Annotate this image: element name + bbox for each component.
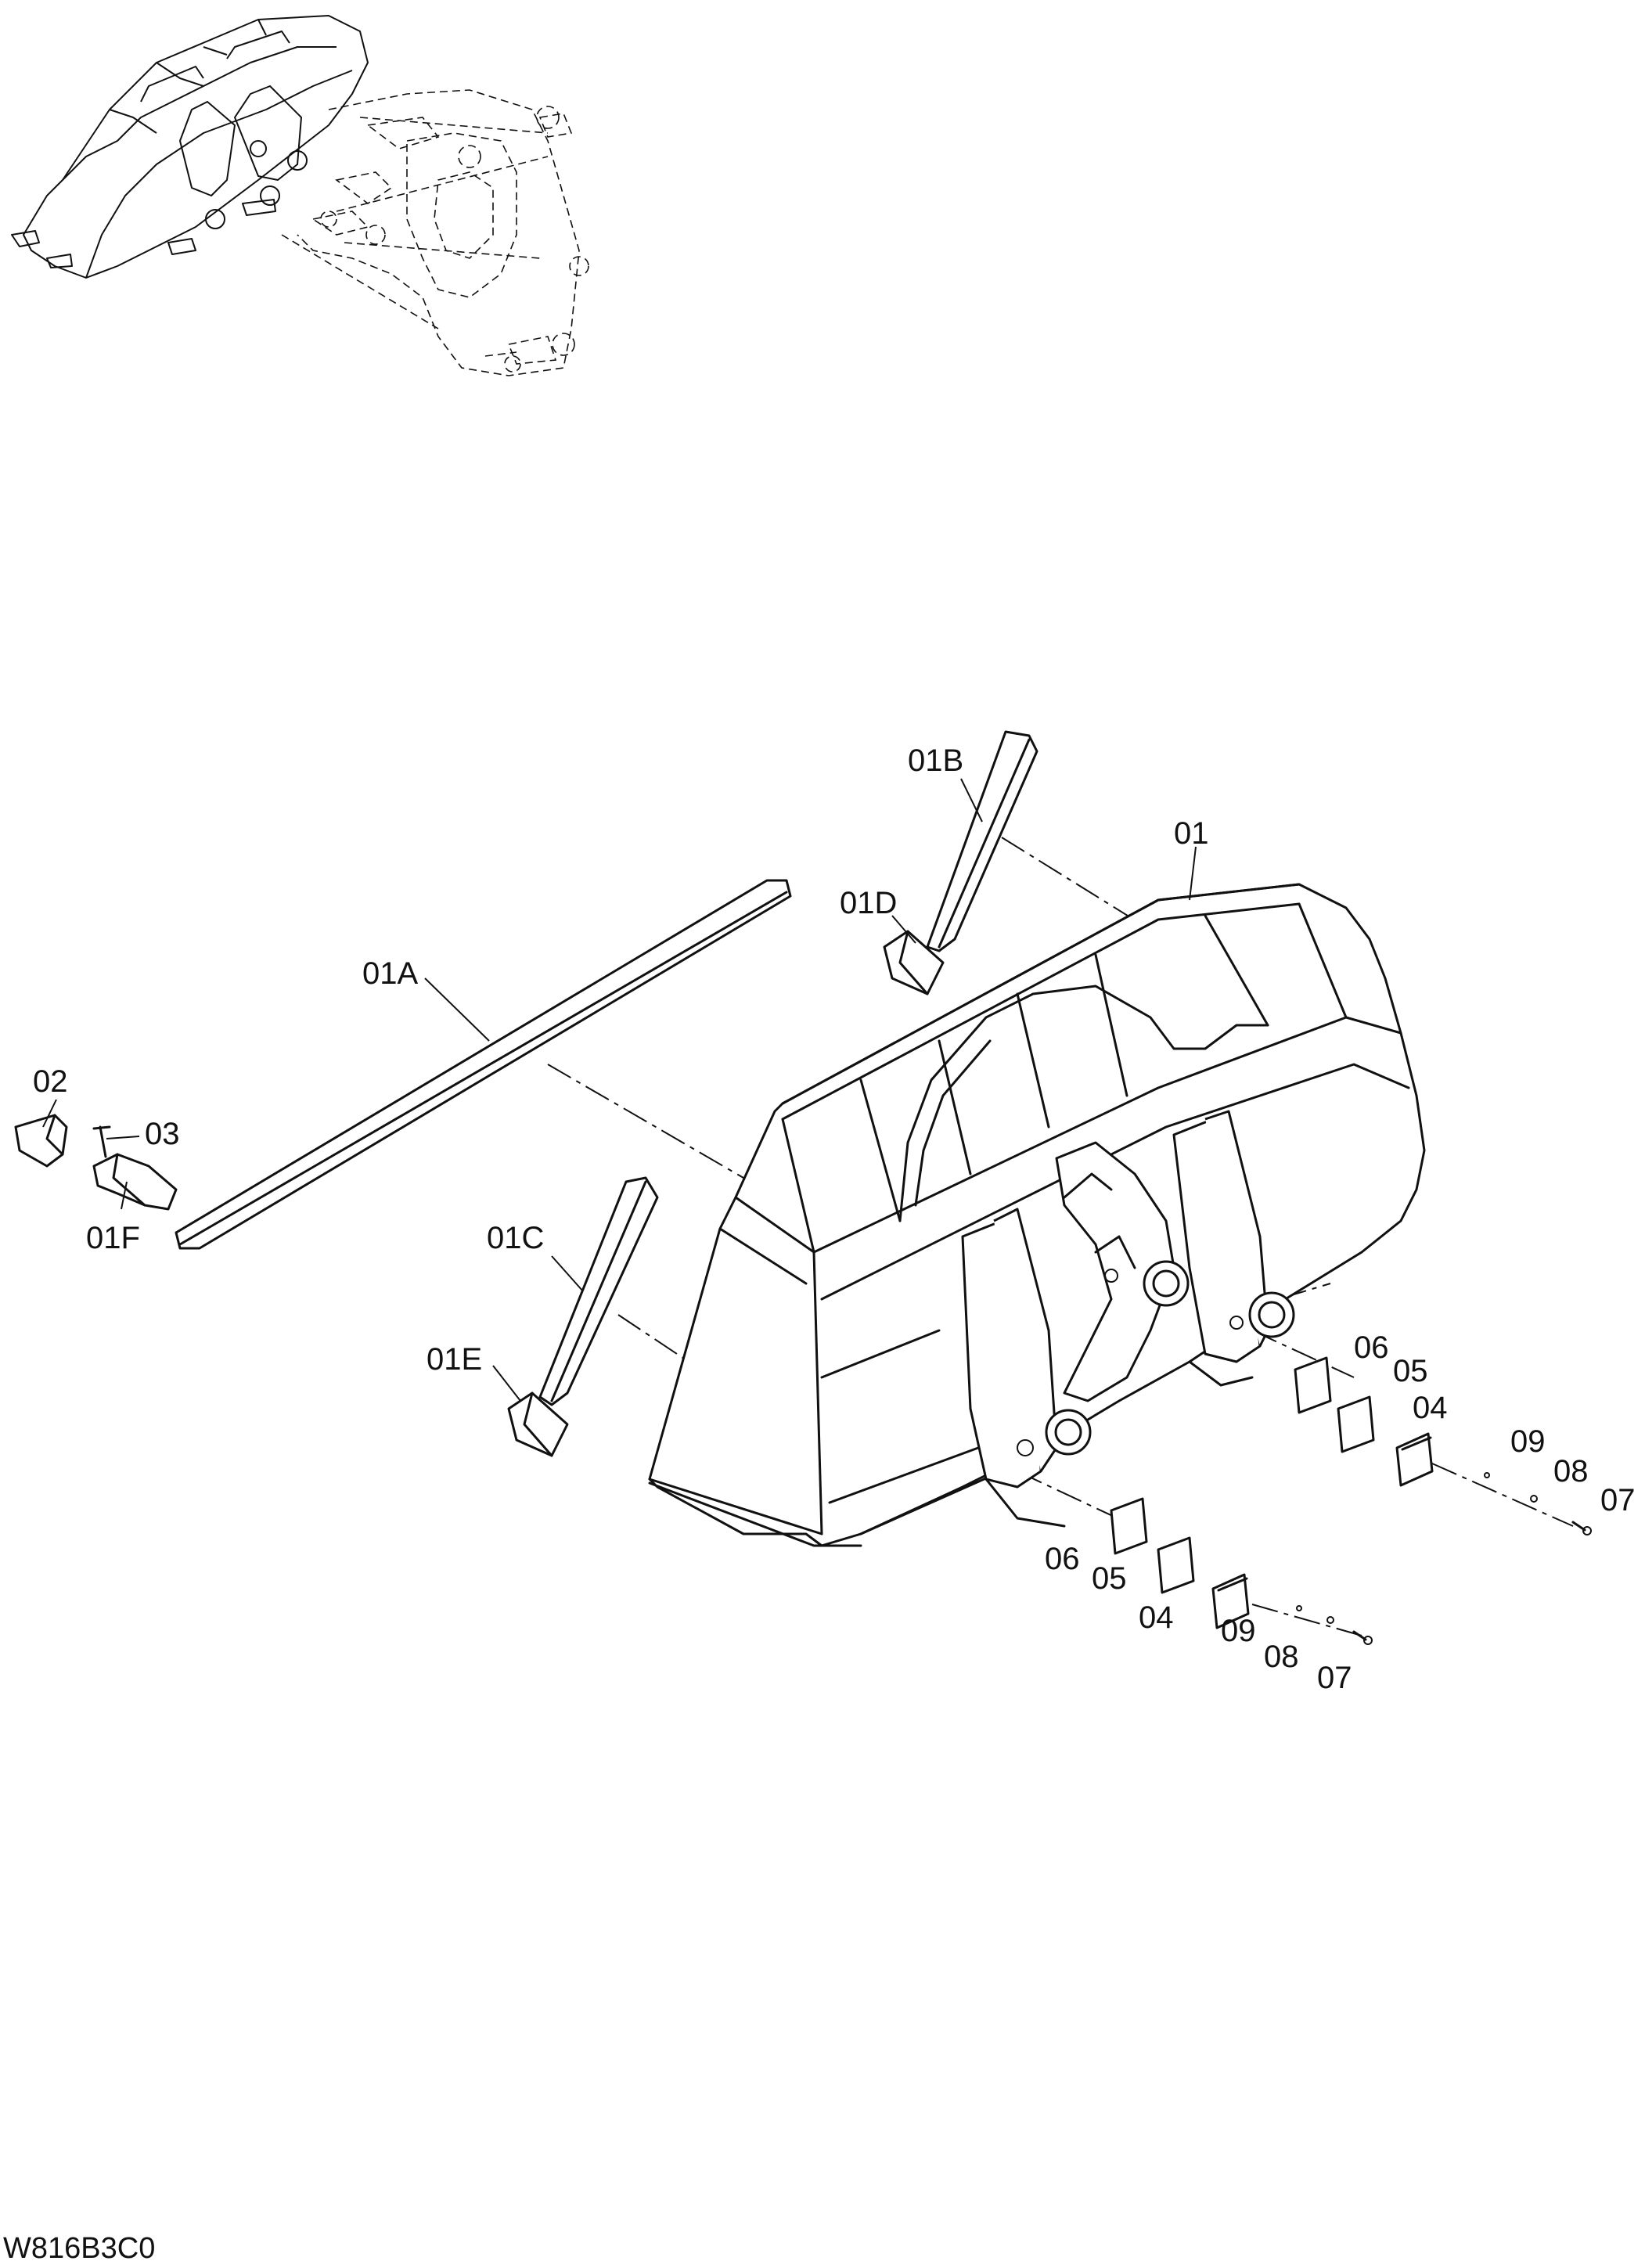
locator-thumbnail xyxy=(11,15,589,376)
hardware-stack-lower xyxy=(1110,1497,1373,1645)
callout-05-upper: 05 xyxy=(1393,1354,1428,1388)
callout-06-lower: 06 xyxy=(1045,1542,1080,1576)
part-03-pin xyxy=(92,1125,111,1158)
callout-09-upper: 09 xyxy=(1510,1424,1546,1459)
part-01A-cutting-edge xyxy=(175,879,792,1250)
callout-labels: 01 01A 01B 01C 01D 01E 01F 02 03 04 05 0… xyxy=(33,743,1636,1695)
drawing-code: W816B3C0 xyxy=(3,2232,155,2265)
callout-01E: 01E xyxy=(427,1342,482,1377)
callout-01D: 01D xyxy=(840,886,897,920)
bucket-assembly xyxy=(648,883,1426,1547)
callout-03: 03 xyxy=(145,1117,180,1151)
part-01B-side-edge xyxy=(926,730,1038,952)
callout-01: 01 xyxy=(1174,816,1209,851)
part-01D-corner-piece xyxy=(883,930,945,995)
part-01E-corner-piece xyxy=(507,1391,569,1457)
leader-lines xyxy=(42,778,1197,1402)
callout-05-lower: 05 xyxy=(1092,1561,1127,1596)
callout-09-lower: 09 xyxy=(1221,1614,1256,1648)
callout-07-upper: 07 xyxy=(1600,1483,1636,1517)
callout-06-upper: 06 xyxy=(1354,1330,1389,1365)
callout-01A: 01A xyxy=(362,956,418,991)
part-02-tooth xyxy=(14,1114,68,1168)
part-01F-adapter xyxy=(92,1153,178,1211)
callout-01C: 01C xyxy=(487,1221,544,1255)
callout-04-upper: 04 xyxy=(1413,1391,1448,1425)
callout-07-lower: 07 xyxy=(1317,1661,1352,1695)
hardware-stack-upper xyxy=(1294,1356,1592,1535)
part-01C-side-edge xyxy=(538,1176,659,1406)
callout-02: 02 xyxy=(33,1064,68,1099)
callout-01B: 01B xyxy=(908,743,963,778)
callout-01F: 01F xyxy=(86,1221,140,1255)
callout-08-upper: 08 xyxy=(1553,1454,1589,1489)
callout-04-lower: 04 xyxy=(1139,1600,1174,1635)
callout-08-lower: 08 xyxy=(1264,1640,1299,1674)
